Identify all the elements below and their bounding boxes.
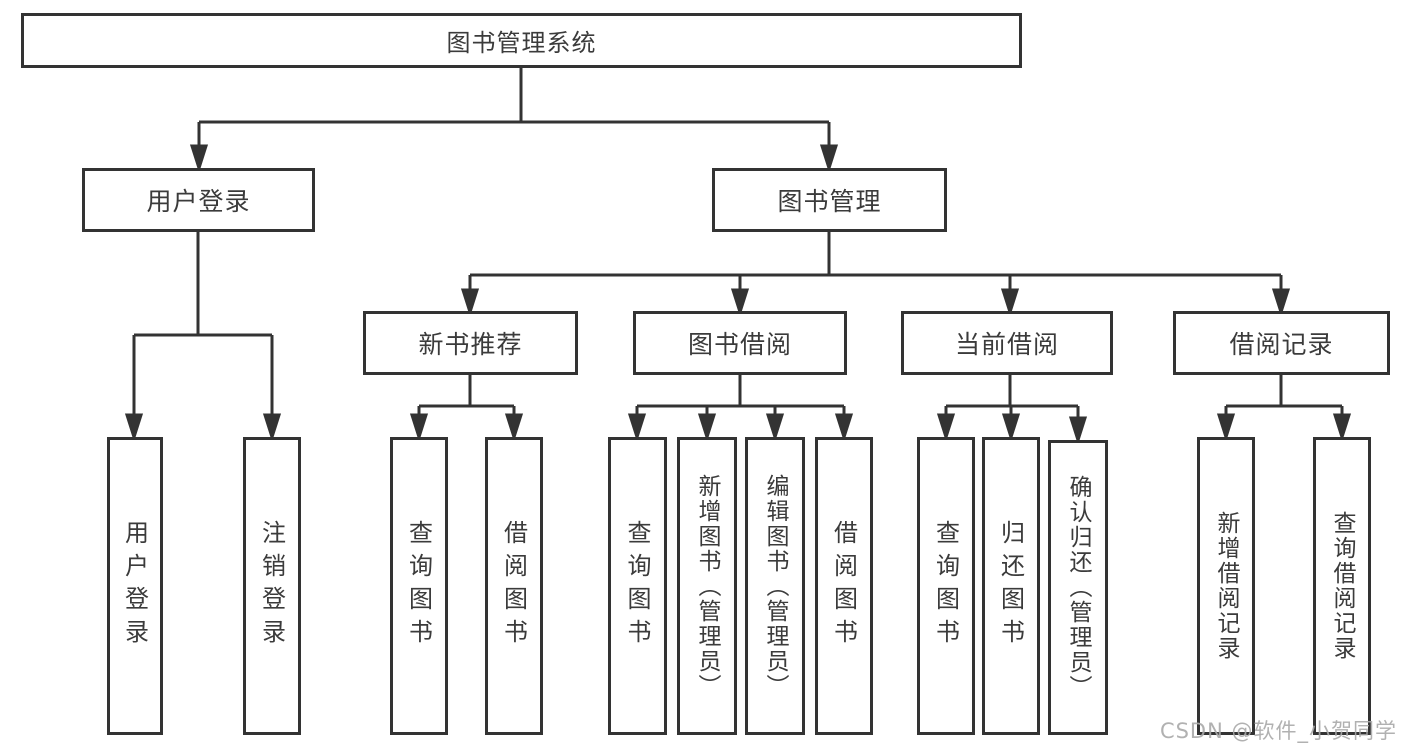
edge-new-book-rec-to-leaves bbox=[409, 375, 524, 442]
arrowhead bbox=[460, 288, 480, 317]
csdn-watermark: CSDN @软件_小贺同学 bbox=[1159, 719, 1397, 743]
arrowhead bbox=[262, 413, 282, 442]
node-new-book-recommend: 新书推荐 bbox=[363, 311, 578, 375]
node-book-borrow: 图书借阅 bbox=[633, 311, 847, 375]
edge-book-mgmt-to-level3 bbox=[460, 232, 1291, 317]
edge-book-borrow-to-leaves bbox=[627, 375, 854, 442]
leaf-add-book-admin: 新增图书（管理员） bbox=[677, 437, 737, 735]
leaf-confirm-return-admin: 确认归还（管理员） bbox=[1048, 440, 1108, 735]
edge-root-to-level2 bbox=[189, 68, 839, 173]
node-library-management-system: 图书管理系统 bbox=[21, 13, 1022, 68]
node-current-borrow: 当前借阅 bbox=[901, 311, 1113, 375]
arrowhead bbox=[765, 413, 785, 442]
leaf-edit-book-admin: 编辑图书（管理员） bbox=[745, 437, 805, 735]
node-book-management: 图书管理 bbox=[712, 168, 947, 232]
arrowhead bbox=[1216, 413, 1236, 442]
leaf-query-books-recommend: 查询图书 bbox=[390, 437, 448, 735]
node-borrow-records: 借阅记录 bbox=[1173, 311, 1390, 375]
arrowhead bbox=[1068, 416, 1088, 445]
arrowhead bbox=[1000, 288, 1020, 317]
leaf-logout: 注销登录 bbox=[243, 437, 301, 735]
arrowhead bbox=[1271, 288, 1291, 317]
leaf-user-login: 用户登录 bbox=[107, 437, 163, 735]
arrowhead bbox=[1332, 413, 1352, 442]
arrowhead bbox=[697, 413, 717, 442]
arrowhead bbox=[834, 413, 854, 442]
leaf-return-book: 归还图书 bbox=[982, 437, 1040, 735]
arrowhead bbox=[124, 413, 144, 442]
leaf-add-borrow-record: 新增借阅记录 bbox=[1197, 437, 1255, 735]
edge-current-borrow-to-leaves bbox=[936, 375, 1088, 445]
arrowhead bbox=[504, 413, 524, 442]
arrowhead bbox=[1001, 413, 1021, 442]
arrowhead bbox=[936, 413, 956, 442]
node-user-login: 用户登录 bbox=[82, 168, 315, 232]
leaf-query-books-current: 查询图书 bbox=[917, 437, 975, 735]
leaf-query-borrow-record: 查询借阅记录 bbox=[1313, 437, 1371, 735]
arrowhead bbox=[819, 144, 839, 173]
arrowhead bbox=[730, 288, 750, 317]
arrowhead bbox=[189, 144, 209, 173]
leaf-borrow-books: 借阅图书 bbox=[815, 437, 873, 735]
edge-user-login-to-leaves bbox=[124, 232, 282, 442]
arrowhead bbox=[409, 413, 429, 442]
leaf-borrow-books-recommend: 借阅图书 bbox=[485, 437, 543, 735]
arrowhead bbox=[627, 413, 647, 442]
edge-borrow-records-to-leaves bbox=[1216, 375, 1352, 442]
leaf-query-books-borrow: 查询图书 bbox=[608, 437, 667, 735]
